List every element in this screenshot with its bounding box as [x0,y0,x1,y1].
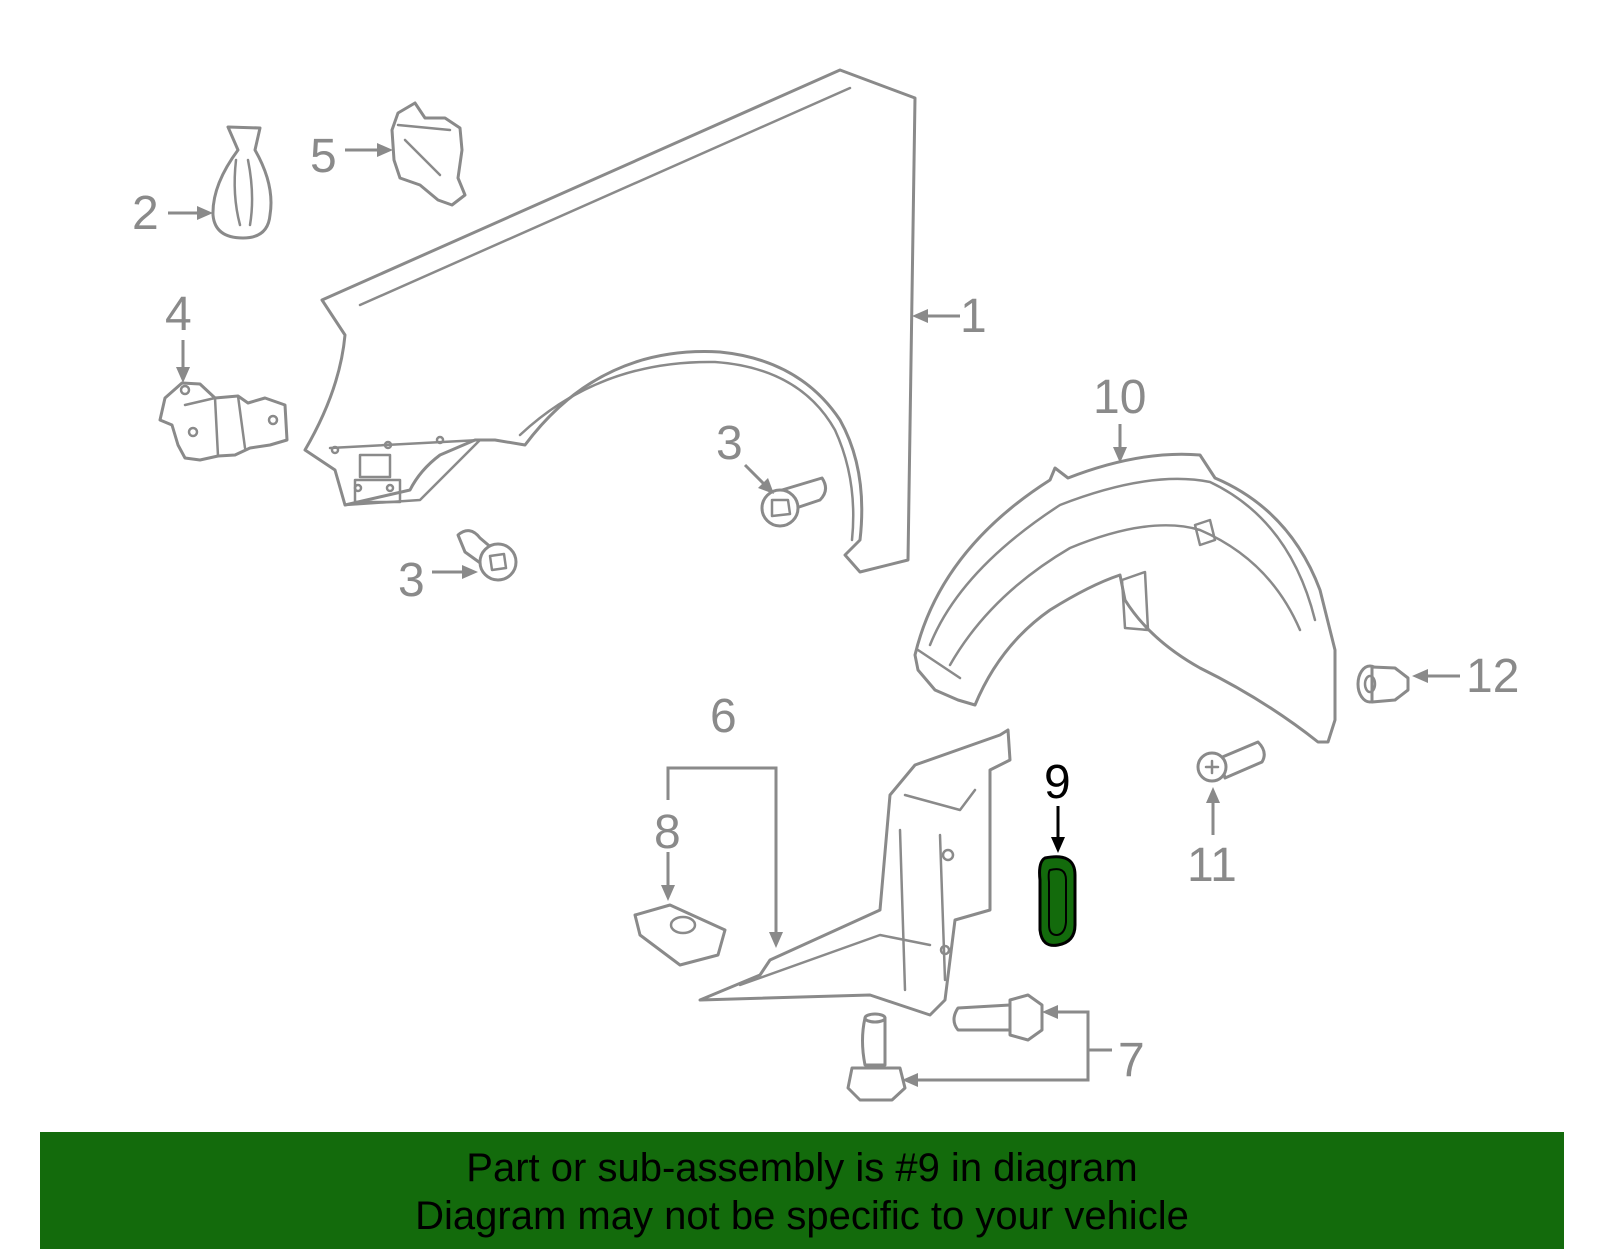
part-3-bolt-upper[interactable] [760,476,827,528]
part-9-seal[interactable] [1038,855,1077,947]
callout-4: 4 [165,288,192,341]
leader-3-lower [432,565,478,579]
part-12-clip[interactable] [1356,664,1410,704]
callout-11: 11 [1187,839,1237,892]
leader-5 [345,143,393,157]
callout-5: 5 [310,130,337,183]
callout-1: 1 [960,290,987,343]
part-3-bolt-lower[interactable] [456,529,518,582]
part-7-bolt-horizontal[interactable] [952,993,1044,1042]
leader-2 [168,206,213,220]
callout-10: 10 [1093,371,1146,424]
callout-3-upper: 3 [716,417,743,470]
leader-10 [1113,424,1127,463]
callout-12: 12 [1466,650,1519,703]
leader-12 [1412,669,1460,683]
leader-8 [661,852,675,901]
part-8-nut[interactable] [633,903,727,967]
leader-3-upper [743,463,774,494]
info-banner: Part or sub-assembly is #9 in diagram Di… [40,1132,1564,1249]
part-4-bracket[interactable] [158,381,289,462]
leader-7 [902,1005,1112,1087]
part-5-insulator[interactable] [390,101,467,207]
leader-6 [666,766,783,948]
leader-1 [912,309,960,323]
part-7-bolt-vertical[interactable] [846,1012,907,1102]
callout-2: 2 [132,187,159,240]
callout-6: 6 [710,690,737,743]
leader-9 [1051,806,1065,853]
leader-11 [1206,787,1220,835]
part-6-splash-shield[interactable] [698,728,1012,1017]
part-2-boot[interactable] [211,125,273,240]
part-10-fender-liner[interactable] [913,452,1337,744]
leader-4 [176,340,190,383]
part-1-fender[interactable] [303,68,917,574]
callout-9: 9 [1044,756,1071,809]
part-11-screw[interactable] [1196,740,1266,783]
callout-8: 8 [654,806,681,859]
callout-3-lower: 3 [398,554,425,607]
callout-7: 7 [1118,1034,1145,1087]
banner-line-2: Diagram may not be specific to your vehi… [415,1194,1189,1238]
banner-line-1: Part or sub-assembly is #9 in diagram [466,1146,1138,1190]
